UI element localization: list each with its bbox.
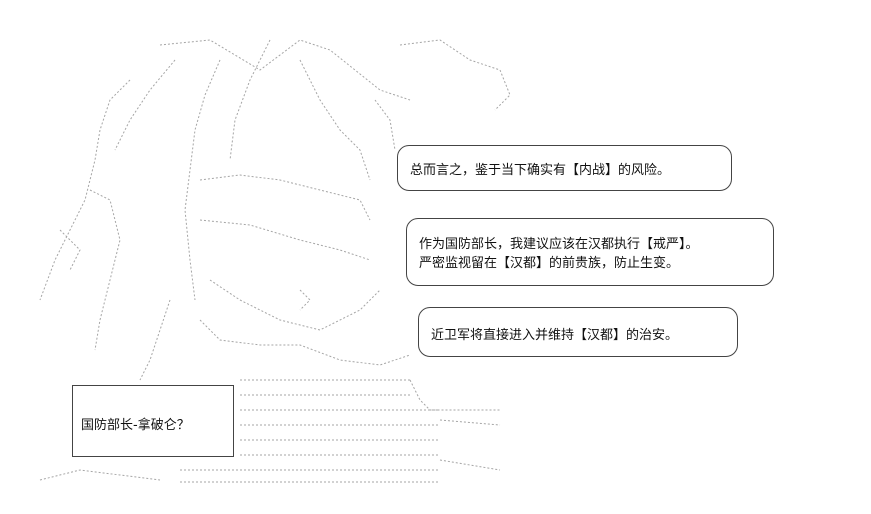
- speech-line: 近卫军将直接进入并维持【汉都】的治安。: [431, 328, 679, 343]
- speech-bubble-2: 作为国防部长，我建议应该在汉都执行【戒严】。 严密监视留在【汉都】的前贵族，防止…: [406, 218, 774, 286]
- speech-line: 总而言之，鉴于当下确实有【内战】的风险。: [410, 163, 671, 178]
- speech-line: 严密监视留在【汉都】的前贵族，防止生变。: [419, 256, 680, 271]
- speech-bubble-1: 总而言之，鉴于当下确实有【内战】的风险。: [397, 145, 732, 191]
- speech-line: 作为国防部长，我建议应该在汉都执行【戒严】。: [419, 237, 699, 252]
- speaker-name-box: 国防部长-拿破仑？: [72, 385, 234, 457]
- speaker-name: 国防部长-拿破仑？: [81, 418, 190, 433]
- speech-bubble-3: 近卫军将直接进入并维持【汉都】的治安。: [418, 307, 738, 357]
